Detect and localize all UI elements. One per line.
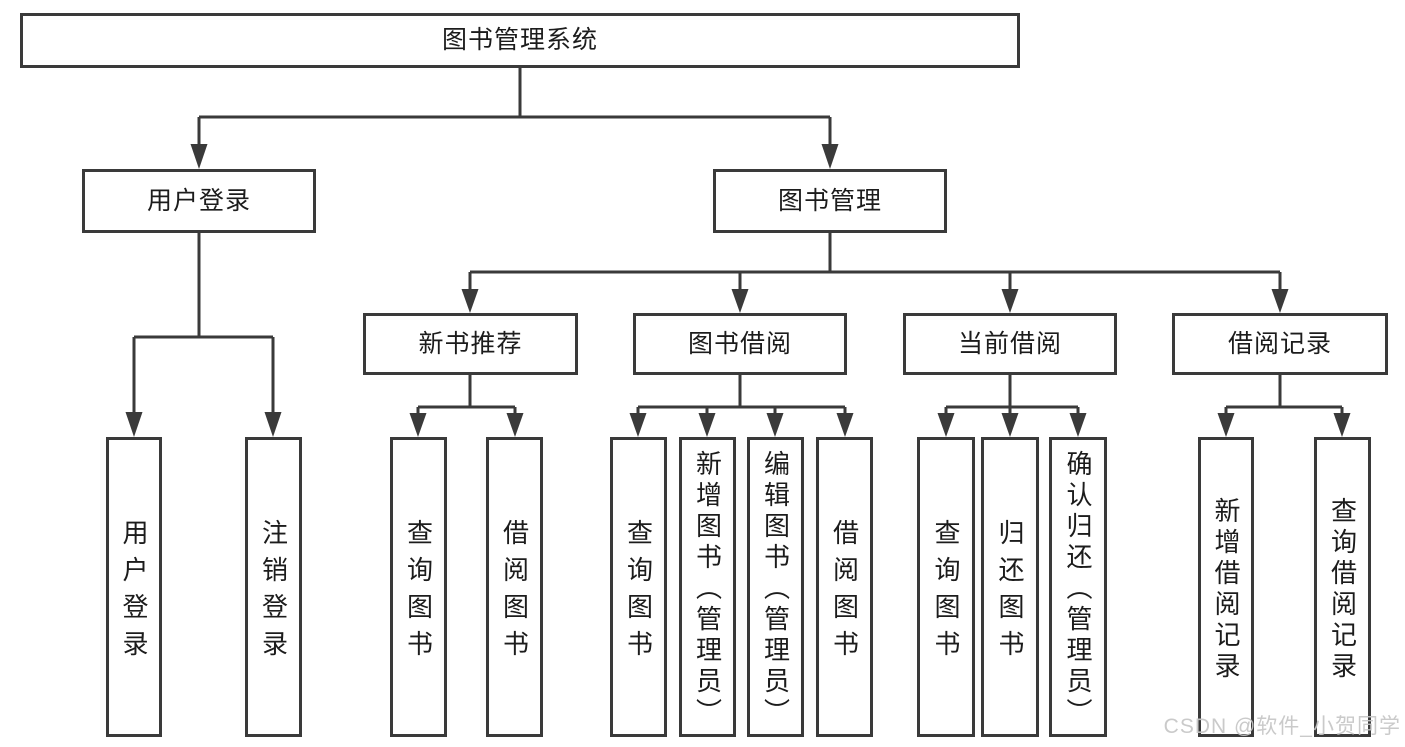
leaf-query-books-current: 查询图书 [917, 437, 975, 737]
leaf-borrow-books-borrowing: 借阅图书 [816, 437, 873, 737]
node-new-book-recommend: 新书推荐 [363, 313, 578, 375]
leaf-query-borrow-record: 查询借阅记录 [1314, 437, 1371, 737]
leaf-return-book: 归还图书 [981, 437, 1039, 737]
leaf-query-books-borrowing-label: 查询图书 [623, 518, 654, 667]
arrowheads [125, 144, 1351, 437]
leaf-logout-label: 注销登录 [258, 518, 289, 667]
leaf-add-borrow-record: 新增借阅记录 [1198, 437, 1254, 737]
node-borrowing-records: 借阅记录 [1172, 313, 1388, 375]
leaf-query-books-recommend-label: 查询图书 [403, 518, 434, 667]
leaf-borrow-books-borrowing-label: 借阅图书 [829, 518, 860, 667]
leaf-user-login-label: 用户登录 [119, 518, 149, 667]
leaf-logout: 注销登录 [245, 437, 302, 737]
leaf-query-books-recommend: 查询图书 [390, 437, 447, 737]
leaf-confirm-return-admin-label: 确认归还（管理员） [1063, 450, 1093, 729]
leaf-add-book-admin: 新增图书（管理员） [679, 437, 736, 737]
leaf-return-book-label: 归还图书 [995, 518, 1025, 667]
tree-edges [132, 68, 1344, 415]
leaf-borrow-books-recommend: 借阅图书 [486, 437, 543, 737]
node-user-login: 用户登录 [82, 169, 316, 233]
node-book-borrowing: 图书借阅 [633, 313, 847, 375]
leaf-query-books-borrowing: 查询图书 [610, 437, 667, 737]
node-book-management: 图书管理 [713, 169, 947, 233]
node-root-library-system: 图书管理系统 [20, 13, 1020, 68]
leaf-edit-book-admin: 编辑图书（管理员） [747, 437, 804, 737]
leaf-confirm-return-admin: 确认归还（管理员） [1049, 437, 1107, 737]
leaf-query-books-current-label: 查询图书 [931, 518, 961, 667]
leaf-borrow-books-recommend-label: 借阅图书 [499, 518, 530, 667]
leaf-add-borrow-record-label: 新增借阅记录 [1211, 496, 1241, 683]
leaf-user-login: 用户登录 [106, 437, 162, 737]
leaf-edit-book-admin-label: 编辑图书（管理员） [760, 450, 791, 729]
leaf-add-book-admin-label: 新增图书（管理员） [692, 450, 723, 729]
node-current-borrowing: 当前借阅 [903, 313, 1117, 375]
leaf-query-borrow-record-label: 查询借阅记录 [1327, 496, 1358, 683]
